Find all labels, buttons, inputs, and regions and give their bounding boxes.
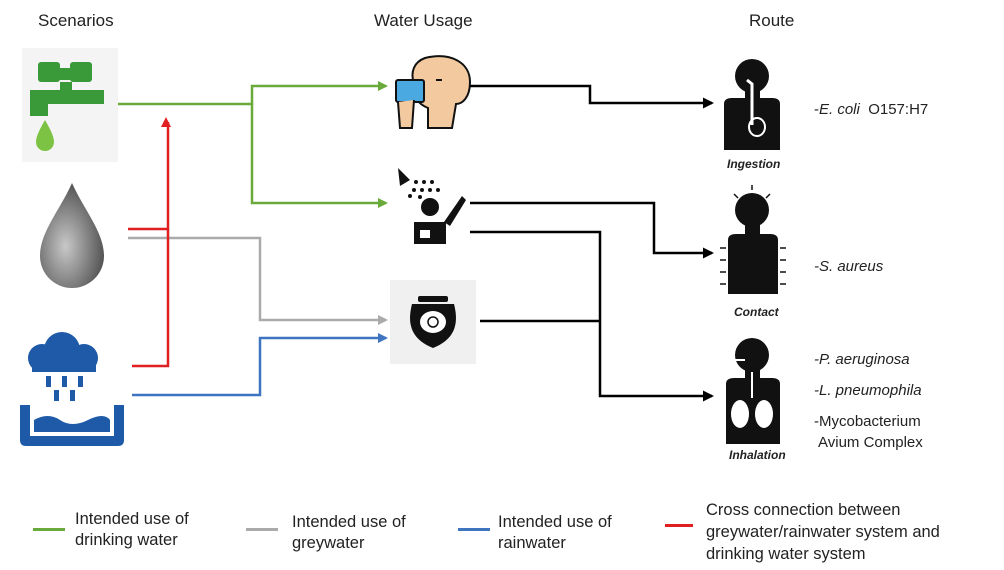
- greywater-path: [128, 236, 388, 325]
- legend-grey-line1: Intended use of: [292, 513, 406, 531]
- legend-drinking-line2: drinking water: [75, 531, 178, 549]
- legend-drinking-line1: Intended use of: [75, 510, 189, 528]
- lpneumophila-label: -L. pneumophila: [814, 382, 922, 399]
- mac-label-line1: -Mycobacterium: [814, 413, 921, 430]
- legend-grey-swatch: [246, 528, 278, 531]
- scenarios-header: Scenarios: [38, 11, 114, 30]
- saureus-label: -S. aureus: [814, 258, 884, 275]
- legend-rain-line1: Intended use of: [498, 513, 612, 531]
- legend-cross-swatch: [665, 524, 693, 527]
- legend-drinking-text: Intended use of drinking water: [75, 509, 189, 551]
- water-usage-header: Water Usage: [374, 11, 473, 30]
- inhalation-label: Inhalation: [729, 448, 786, 462]
- legend-cross-line1: Cross connection between: [706, 501, 901, 519]
- legend-rain-line2: rainwater: [498, 534, 566, 552]
- legend-rain-text: Intended use of rainwater: [498, 512, 612, 554]
- rainwater-tank-icon: [20, 332, 124, 446]
- rainwater-path: [132, 333, 388, 397]
- exposure-route-paths: [470, 84, 714, 402]
- cross-connection-paths: [128, 117, 171, 368]
- contact-label: Contact: [734, 305, 779, 319]
- water-drop-icon: [40, 183, 104, 288]
- ingestion-label: Ingestion: [727, 157, 781, 171]
- faucet-icon: [22, 48, 118, 162]
- toilet-icon: [390, 280, 476, 364]
- ecoli-label: -E. coli O157:H7: [814, 101, 928, 118]
- ecoli-strain: O157:H7: [868, 101, 929, 118]
- route-header: Route: [749, 11, 795, 30]
- legend-drinking-swatch: [33, 528, 65, 531]
- contact-figure-icon: [720, 185, 786, 294]
- legend-cross-text: Cross connection between greywater/rainw…: [706, 499, 940, 565]
- mac-label-line2: Avium Complex: [818, 434, 923, 451]
- ecoli-name: E. coli: [819, 101, 860, 118]
- drinking-water-paths: [118, 81, 388, 208]
- legend-grey-text: Intended use of greywater: [292, 512, 406, 554]
- paeruginosa-label: -P. aeruginosa: [814, 351, 910, 368]
- shower-person-icon: [398, 168, 466, 244]
- drinking-person-icon: [395, 55, 472, 129]
- legend-rain-swatch: [458, 528, 490, 531]
- inhalation-figure-icon: [726, 338, 780, 444]
- ecoli-prefix: -: [814, 101, 819, 118]
- legend-cross-line3: drinking water system: [706, 545, 866, 563]
- legend-grey-line2: greywater: [292, 534, 365, 552]
- ingestion-figure-icon: [724, 59, 780, 150]
- legend-cross-line2: greywater/rainwater system and: [706, 523, 940, 541]
